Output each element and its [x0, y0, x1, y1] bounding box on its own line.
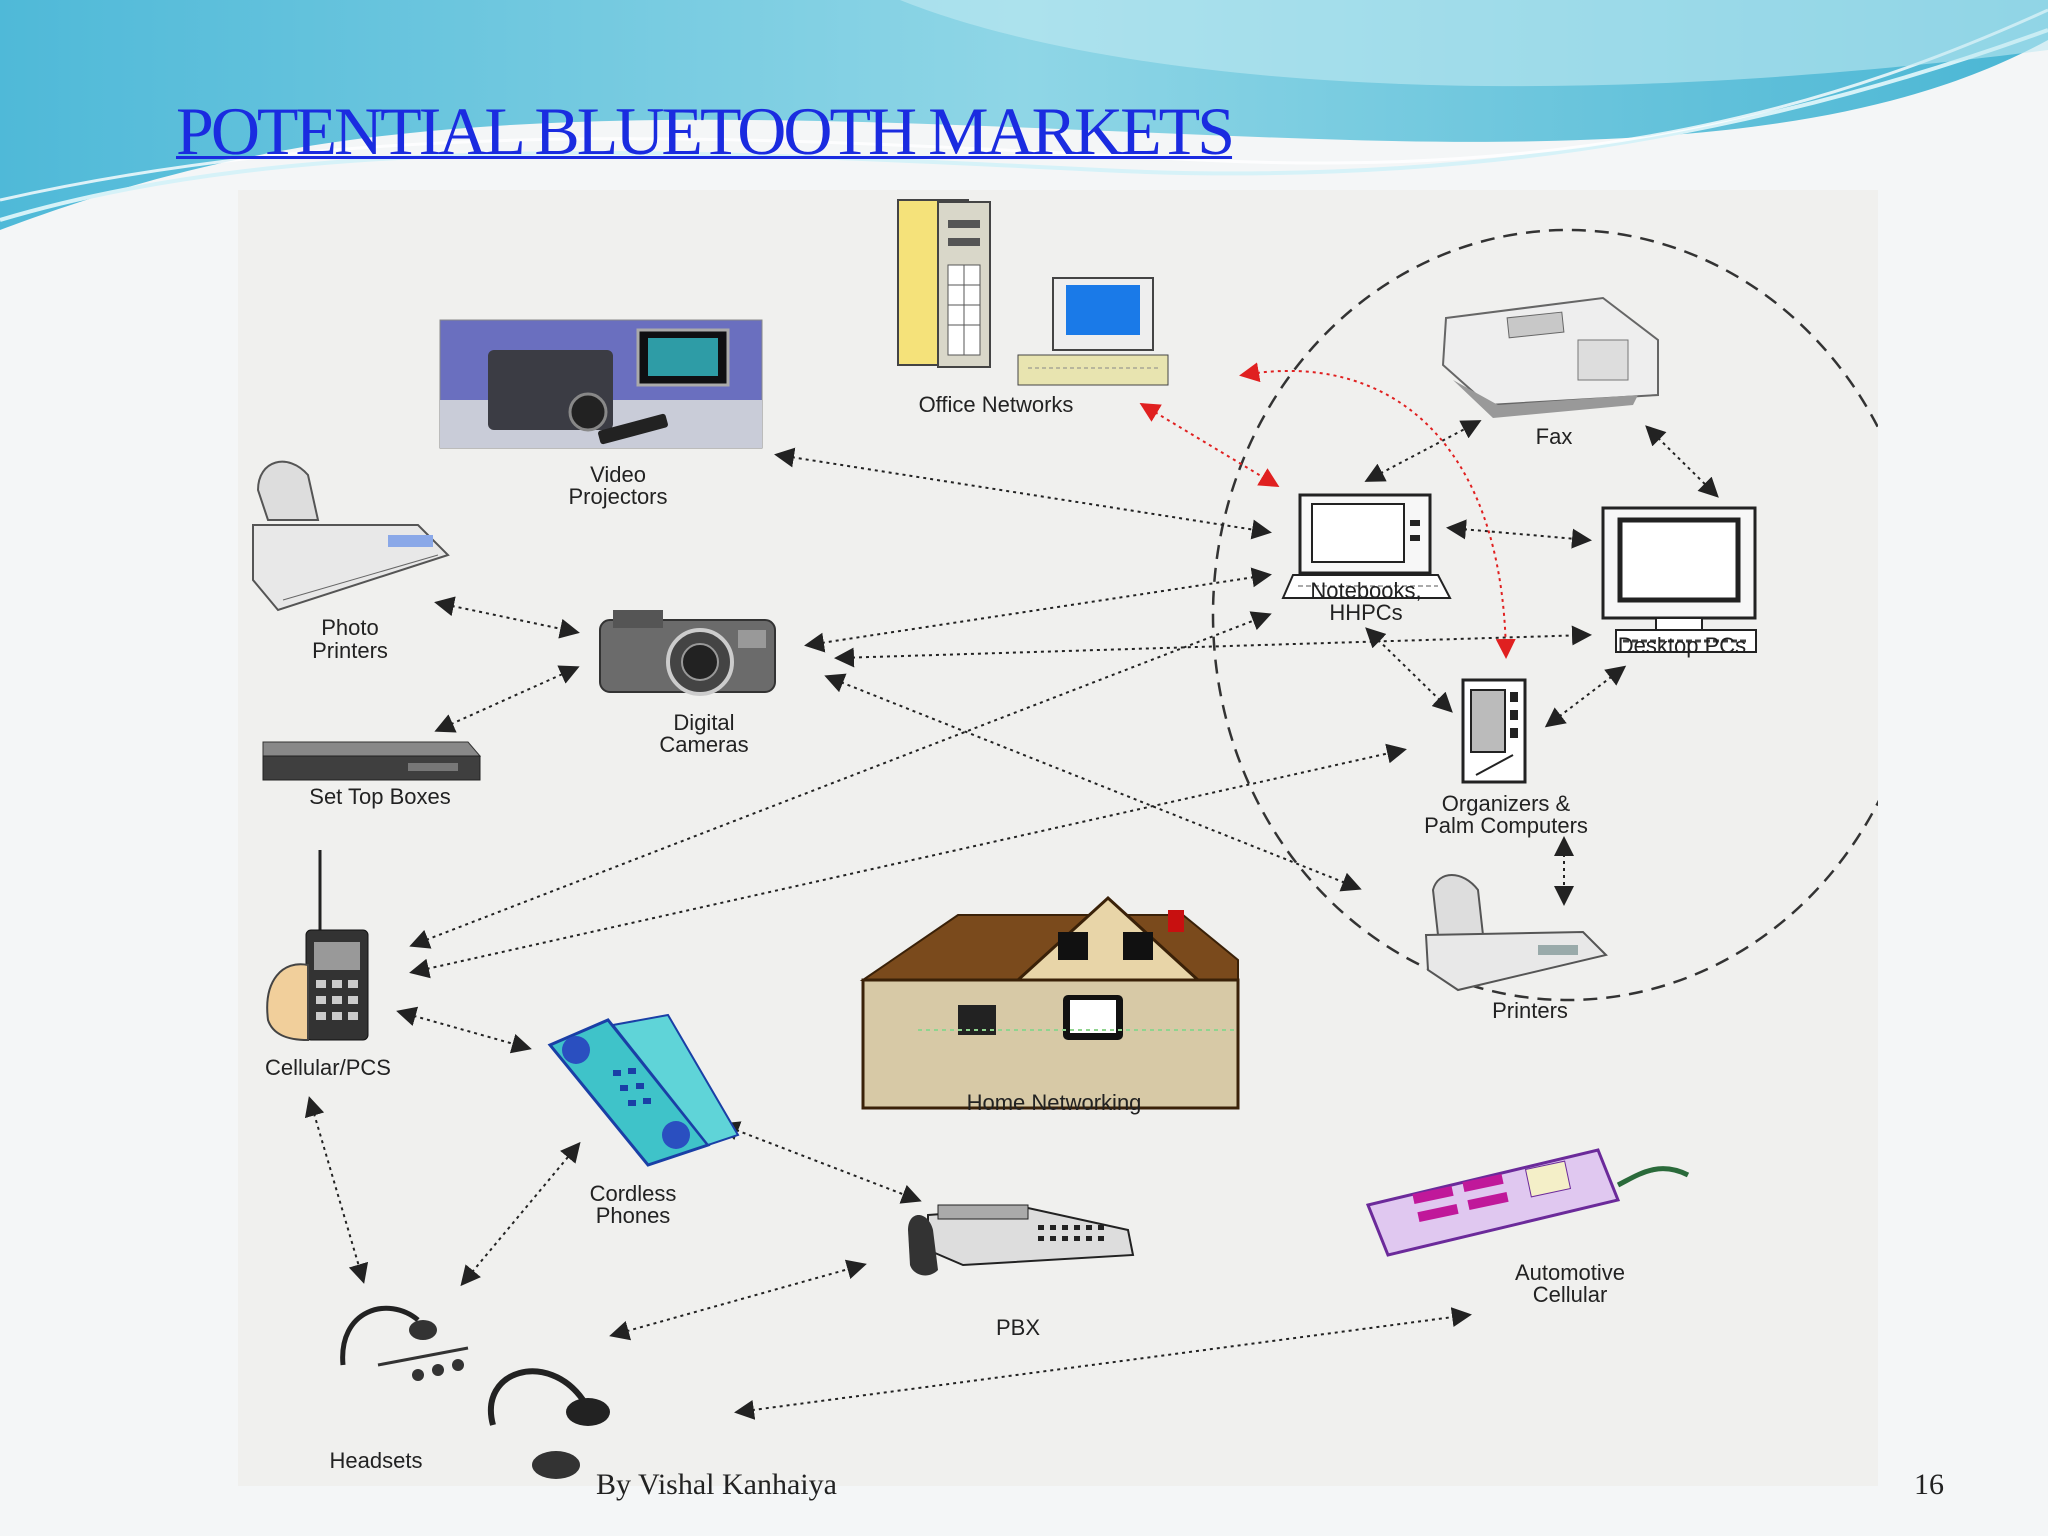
footer-author: By Vishal Kanhaiya: [596, 1468, 837, 1501]
video-projectors-label-2: Projectors: [568, 484, 667, 509]
headsets-node: Headsets: [330, 1305, 610, 1479]
fax-node: Fax: [1441, 296, 1659, 449]
link-notebook-organizer: [1365, 627, 1453, 713]
car-phone-icon: [1365, 1148, 1690, 1257]
cordless-phones-node: Cordless Phones: [547, 1013, 740, 1228]
house-icon: [859, 895, 1240, 1110]
cordless-phones-label-2: Phones: [596, 1203, 671, 1228]
home-networking-label: Home Networking: [967, 1090, 1142, 1115]
cellular-pcs-node: Cellular/PCS: [265, 850, 391, 1080]
pbx-node: PBX: [908, 1204, 1135, 1340]
cell-phone-icon: [266, 850, 369, 1042]
digital-cameras-label-1: Digital: [673, 710, 734, 735]
pda-icon: [1461, 678, 1527, 784]
pbx-label: PBX: [996, 1315, 1040, 1340]
video-projectors-label-1: Video: [590, 462, 646, 487]
organizers-node: Organizers & Palm Computers: [1424, 678, 1588, 838]
automotive-cellular-node: Automotive Cellular: [1365, 1148, 1690, 1307]
notebooks-label-2: HHPCs: [1329, 600, 1402, 625]
fax-label: Fax: [1536, 424, 1573, 449]
printer-icon: [1424, 874, 1608, 992]
fax-icon: [1441, 296, 1659, 418]
photo-printers-label-2: Printers: [312, 638, 388, 663]
slide-title: POTENTIAL BLUETOOTH MARKETS: [176, 93, 1235, 169]
link-cell-organizer: [409, 743, 1407, 979]
desktop-pcs-node: Desktop PCs: [1601, 506, 1757, 658]
photo-printers-label-1: Photo: [321, 615, 379, 640]
red-links: [1139, 362, 1516, 659]
home-networking-node: Home Networking: [859, 895, 1240, 1115]
set-top-box-icon: [262, 741, 482, 781]
computer-icon: [1017, 277, 1169, 386]
printers-label: Printers: [1492, 998, 1568, 1023]
link-cell-notebook: [409, 611, 1272, 949]
link-cell-cordless: [396, 1006, 532, 1054]
link-fax-desktop: [1645, 425, 1719, 498]
cordless-phone-icon: [547, 1013, 740, 1167]
automotive-cellular-label-1: Automotive: [1515, 1260, 1625, 1285]
office-networks-node: Office Networks: [897, 199, 1169, 417]
video-projectors-node: Video Projectors: [439, 319, 763, 509]
projector-icon: [439, 319, 763, 449]
set-top-boxes-label: Set Top Boxes: [309, 784, 450, 809]
link-cordless-headset: [460, 1141, 581, 1287]
link-organizer-desktop: [1544, 665, 1627, 728]
header-wave: [0, 0, 2048, 230]
printer-icon: [252, 460, 450, 612]
link-office-organizer: [1239, 362, 1516, 659]
laptop-icon: [1281, 493, 1452, 599]
office-networks-label: Office Networks: [919, 392, 1074, 417]
link-projector-notebook: [774, 447, 1272, 540]
organizers-label-1: Organizers &: [1442, 791, 1571, 816]
pbx-icon: [908, 1204, 1135, 1276]
server-icon: [897, 199, 991, 368]
link-cell-headset: [304, 1096, 369, 1284]
link-office-notebook: [1139, 402, 1280, 488]
set-top-boxes-node: Set Top Boxes: [262, 741, 482, 809]
link-headset-pbx: [609, 1259, 867, 1341]
headsets-label: Headsets: [330, 1448, 423, 1473]
bluetooth-markets-diagram: Office Networks Video Projectors Photo P…: [238, 190, 1878, 1486]
digital-cameras-label-2: Cameras: [659, 732, 748, 757]
camera-icon: [599, 610, 776, 696]
cellular-pcs-label: Cellular/PCS: [265, 1055, 391, 1080]
digital-cameras-node: Digital Cameras: [599, 610, 776, 757]
monitor-icon: [1601, 506, 1757, 653]
page-number: 16: [1914, 1468, 1944, 1501]
notebooks-label-1: Notebooks,: [1310, 578, 1421, 603]
desktop-pcs-label: Desktop PCs: [1618, 633, 1746, 658]
photo-printers-node: Photo Printers: [252, 460, 450, 663]
headset-icon: [340, 1305, 610, 1479]
printers-node: Printers: [1424, 874, 1608, 1023]
cordless-phones-label-1: Cordless: [590, 1181, 677, 1206]
notebooks-node: Notebooks, HHPCs: [1281, 493, 1452, 625]
automotive-cellular-label-2: Cellular: [1533, 1282, 1608, 1307]
organizers-label-2: Palm Computers: [1424, 813, 1588, 838]
